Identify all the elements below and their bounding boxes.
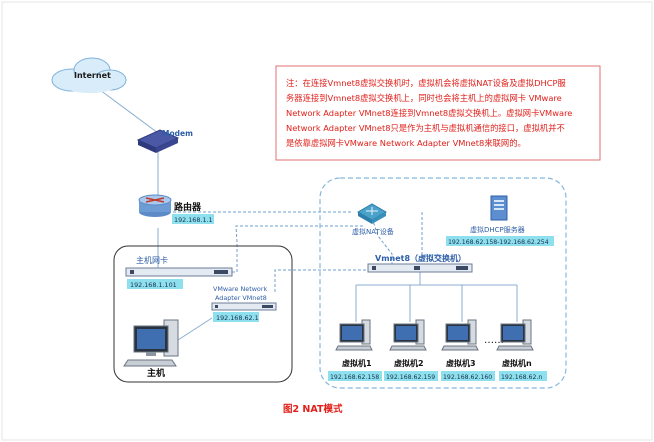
router-ip: 192.168.1.1 (174, 216, 213, 224)
vm-ip: 192.168.62.160 (443, 374, 492, 381)
link-adapter-switch (274, 269, 370, 292)
vm-ip-badge (384, 371, 438, 381)
host-label: 主机 (147, 367, 165, 379)
host-pc-icon (123, 319, 179, 367)
vm-ip-badge (441, 371, 495, 381)
vm-ip: 192.168.62.159 (386, 374, 435, 381)
vm-n: 虚拟机n 192.168.62.n (496, 319, 547, 381)
link-dhcp-switch (421, 212, 441, 264)
dhcp-server-icon (490, 195, 508, 221)
switch-label: Vmnet8（虚拟交换机） (375, 253, 466, 263)
router-ip-badge (172, 214, 214, 224)
nat-device-label: 虚拟NAT设备 (352, 227, 394, 236)
note-line: Network Adapter VMnet8连接到Vmnet8虚拟交换机上。虚拟… (286, 108, 572, 118)
vmnet8-adapter-ip: 192.168.62.1 (216, 314, 259, 322)
note-line: 注：在连接Vmnet8虚拟交换机时，虚拟机会将虚拟NAT设备及虚拟DHCP服 (286, 78, 567, 88)
vm-label: 虚拟机2 (394, 358, 424, 368)
vm-computer-icon (496, 319, 534, 351)
router-icon (138, 194, 172, 217)
vm-label: 虚拟机3 (446, 358, 476, 368)
connections (99, 89, 518, 341)
vm-computer-icon (335, 319, 373, 351)
vmnet8-adapter-ip-badge (213, 312, 259, 322)
note-box (275, 65, 601, 161)
vmnet8-switch-icon (367, 263, 473, 273)
host-nic-ip-badge (127, 279, 183, 289)
router-label: 路由器 (174, 201, 202, 213)
vmnet8-adapter-card-icon (211, 302, 277, 311)
note-line: Network Adapter VMnet8只是作为主机与虚拟机通信的接口，虚拟… (286, 123, 565, 133)
vm-ip: 192.168.62.n (501, 374, 542, 381)
vmnet8-adapter-label-line1: VMware Network (213, 285, 267, 293)
note-line: 务器连接到Vmnet8虚拟交换机上，同时也会将主机上的虚拟网卡 VMware (286, 93, 562, 103)
vm-2: 虚拟机2 192.168.62.159 (384, 319, 438, 381)
vm-label: 虚拟机1 (342, 358, 372, 368)
vm-computer-icon (441, 319, 479, 351)
internet-label: Internet (74, 71, 111, 80)
vmnet8-adapter-label-line2: Adapter VMnet8 (215, 294, 267, 302)
host-nic-ip: 192.168.1.101 (130, 281, 177, 289)
vm-3: 虚拟机3 192.168.62.160 (441, 319, 495, 381)
link-nat-switch (371, 217, 393, 264)
internet-cloud-icon (51, 57, 127, 93)
link-host-adapter (177, 317, 213, 341)
modem-icon (136, 129, 180, 153)
more-vms-ellipsis: …… (484, 335, 504, 346)
note-text: 注：在连接Vmnet8虚拟交换机时，虚拟机会将虚拟NAT设备及虚拟DHCP服 务… (286, 78, 572, 148)
vm-label: 虚拟机n (502, 358, 532, 368)
link-nic-nat (232, 225, 364, 273)
virtual-network-boundary (319, 177, 567, 389)
vm-computer-icon (389, 319, 427, 351)
vm-1: 虚拟机1 192.168.62.158 (328, 319, 382, 381)
vm-ip-badge (328, 371, 382, 381)
vm-ip-badge (499, 371, 547, 381)
note-line: 是依靠虚拟网卡VMware Network Adapter VMnet8来联网的… (286, 138, 526, 148)
dhcp-range-badge (446, 236, 554, 246)
modem-label: Modem (162, 129, 193, 138)
host-machine-boundary (113, 245, 293, 383)
host-nic-card-icon (125, 267, 233, 277)
figure-caption: 图2 NAT模式 (283, 403, 343, 415)
nat-device-icon (356, 203, 388, 224)
dhcp-range: 192.168.62.158-192.168.62.254 (448, 239, 549, 246)
link-internet-modem (99, 89, 159, 134)
host-nic-label: 主机网卡 (136, 255, 168, 265)
dhcp-server-label: 虚拟DHCP服务器 (470, 225, 525, 234)
vm-ip: 192.168.62.158 (330, 374, 379, 381)
